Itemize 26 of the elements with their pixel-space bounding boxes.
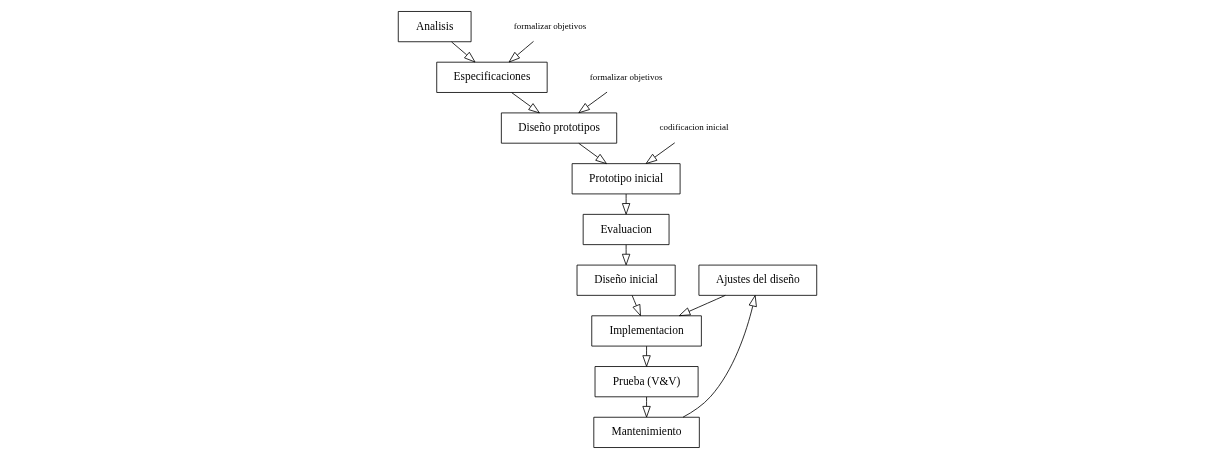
arrow [641,396,651,418]
node-box: Implementacion [590,315,702,347]
node-box: Prueba (V&V) [594,366,698,398]
node-box: Prototipo inicial [571,163,680,195]
node-box: Mantenimiento [592,416,700,448]
node-text: formalizar objetivos [513,20,586,31]
arrow [678,294,726,317]
arrow [631,295,641,316]
arrow [510,92,540,114]
arrow [508,40,534,63]
arrow [621,193,630,215]
arrow [621,244,630,266]
arrow [577,91,607,114]
node-text: codificacion inicial [658,122,729,133]
arrow [645,142,675,164]
node-box: Evaluacion [582,213,669,246]
node-box: Diseño inicial [576,264,676,296]
node-box: Diseño prototipos [500,112,617,144]
arrow [450,41,475,63]
node-text: formalizar objetivos [589,71,662,82]
arrow [641,345,651,367]
arrow [577,142,607,164]
node-box: Analisis [397,11,471,43]
node-box: Especificaciones [435,61,548,93]
arrow [682,295,757,418]
node-box: Ajustes del diseño [698,264,817,296]
